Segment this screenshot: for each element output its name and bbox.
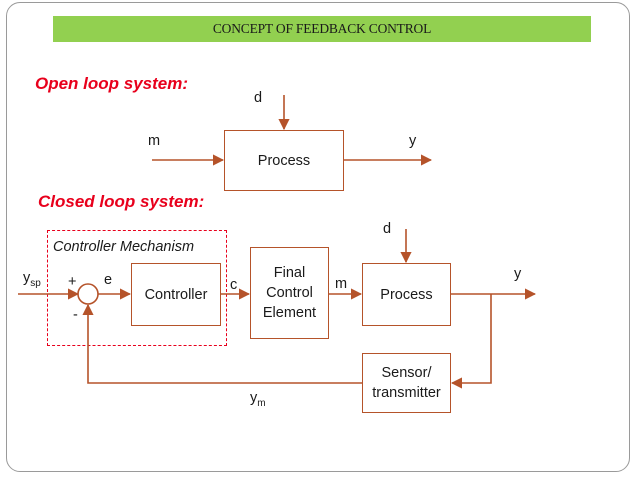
open-loop-process-block: Process [224,130,344,191]
summing-junction [77,283,99,305]
closed-loop-process-block: Process [362,263,451,326]
slide-title: CONCEPT OF FEEDBACK CONTROL [212,21,432,36]
open-loop-output-label: y [409,133,417,149]
controller-mechanism-label: Controller Mechanism [53,239,195,255]
measured-subscript: m [257,397,266,409]
measured-output-label: ym [250,390,266,412]
slide-frame [6,2,630,472]
sensor-line-2: transmitter [372,385,441,401]
open-loop-process-label: Process [257,152,311,169]
error-label: e [104,272,113,288]
final-element-line-1: Final [273,265,306,281]
controller-block: Controller [131,263,221,326]
setpoint-symbol: y [23,270,31,286]
final-control-element-block: Final Control Element [250,247,329,339]
controller-output-label: c [230,277,238,293]
measured-symbol: y [250,390,258,406]
title-banner: CONCEPT OF FEEDBACK CONTROL [53,16,591,42]
closed-loop-output-label: y [514,266,522,282]
controller-label: Controller [144,286,208,303]
setpoint-subscript: sp [30,277,41,289]
closed-loop-process-label: Process [380,286,433,303]
sensor-line-1: Sensor/ [381,365,432,381]
feedback-to-sensor-path [450,294,492,389]
sensor-transmitter-block: Sensor/ transmitter [362,353,451,413]
controller-mechanism-boundary [47,230,227,346]
manipulated-variable-label: m [335,276,348,292]
closed-loop-disturbance-label: d [383,221,392,237]
summing-minus-sign: - [73,307,78,323]
open-loop-input-label: m [148,133,161,149]
setpoint-label: ysp [23,270,41,292]
closed-loop-heading: Closed loop system: [38,192,205,211]
final-element-line-3: Element [262,305,317,321]
final-element-line-2: Control [266,285,313,301]
open-loop-disturbance-label: d [254,90,263,106]
measured-feedback-path [82,303,362,384]
summing-plus-sign: + [68,274,77,290]
open-loop-heading: Open loop system: [35,74,189,93]
